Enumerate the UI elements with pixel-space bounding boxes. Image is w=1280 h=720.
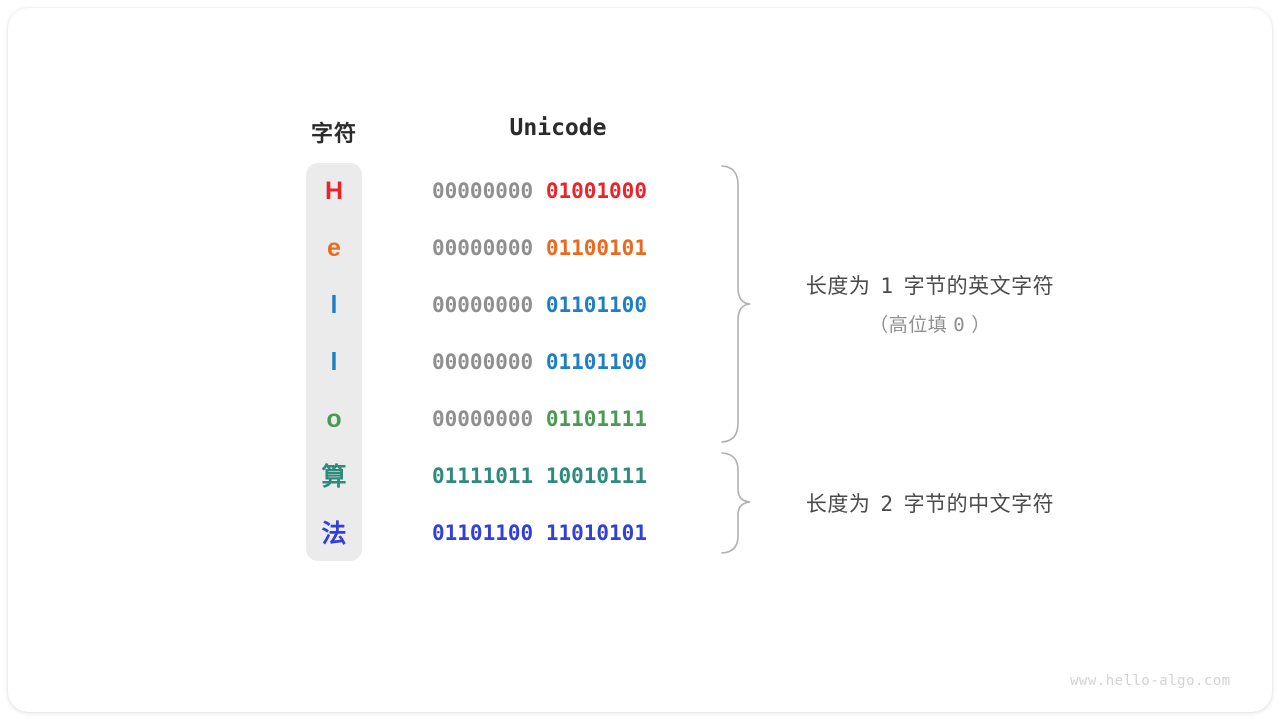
site-watermark: www.hello-algo.com — [1070, 673, 1231, 689]
unicode-row-6: 01101100_11010101 — [432, 505, 684, 562]
char-cell-2: l — [330, 291, 338, 319]
unicode-row-0: 00000000_01001000 — [432, 163, 684, 220]
high-byte-5: 01111011 — [432, 464, 534, 488]
annotation-2-prefix: 长度为 — [805, 493, 871, 516]
character-column-background — [306, 163, 362, 561]
char-column-header: 字符 — [310, 121, 357, 146]
unicode-row-5: 01111011_10010111 — [432, 448, 684, 505]
high-byte-3: 00000000 — [432, 350, 534, 374]
annotation-2-number: 2 — [880, 492, 894, 516]
char-cell-6: 法 — [321, 519, 347, 548]
brace-1-byte — [721, 165, 751, 443]
high-byte-1: 00000000 — [432, 236, 534, 260]
char-cell-0: H — [324, 177, 344, 205]
brace-2-byte — [721, 452, 751, 554]
low-byte-3: 01101100 — [545, 350, 647, 374]
annotation-2-line1: 长度为 2 字节的中文字符 — [805, 492, 1055, 516]
unicode-row-3: 00000000_01101100 — [432, 334, 684, 391]
high-byte-6: 01101100 — [432, 521, 534, 545]
high-byte-0: 00000000 — [432, 179, 534, 203]
annotation-1-suffix: 字节的英文字符 — [903, 275, 1055, 298]
diagram-card — [8, 8, 1272, 712]
low-byte-6: 11010101 — [545, 521, 647, 545]
annotation-2-byte: 长度为 2 字节的中文字符 — [760, 488, 1100, 518]
unicode-row-2: 00000000_01101100 — [432, 277, 684, 334]
annotation-1-prefix: 长度为 — [805, 275, 871, 298]
low-byte-1: 01100101 — [545, 236, 647, 260]
unicode-row-4: 00000000_01101111 — [432, 391, 684, 448]
char-cell-4: o — [326, 405, 342, 433]
char-cell-3: l — [330, 348, 338, 376]
annotation-1-line2-prefix: （高位填 — [869, 315, 948, 336]
annotation-1-number: 1 — [880, 274, 894, 298]
annotation-1-line1: 长度为 1 字节的英文字符 — [805, 274, 1055, 298]
low-byte-4: 01101111 — [545, 407, 647, 431]
low-byte-5: 10010111 — [545, 464, 647, 488]
char-cell-5: 算 — [321, 462, 347, 491]
char-cell-1: e — [327, 234, 341, 262]
low-byte-0: 01001000 — [545, 179, 647, 203]
low-byte-2: 01101100 — [545, 293, 647, 317]
high-byte-2: 00000000 — [432, 293, 534, 317]
unicode-column-header: Unicode — [509, 115, 607, 141]
unicode-row-1: 00000000_01100101 — [432, 220, 684, 277]
annotation-1-line2-number: 0 — [953, 314, 966, 336]
high-byte-4: 00000000 — [432, 407, 534, 431]
annotation-2-suffix: 字节的中文字符 — [903, 493, 1055, 516]
annotation-1-line2-suffix: ） — [971, 315, 991, 336]
